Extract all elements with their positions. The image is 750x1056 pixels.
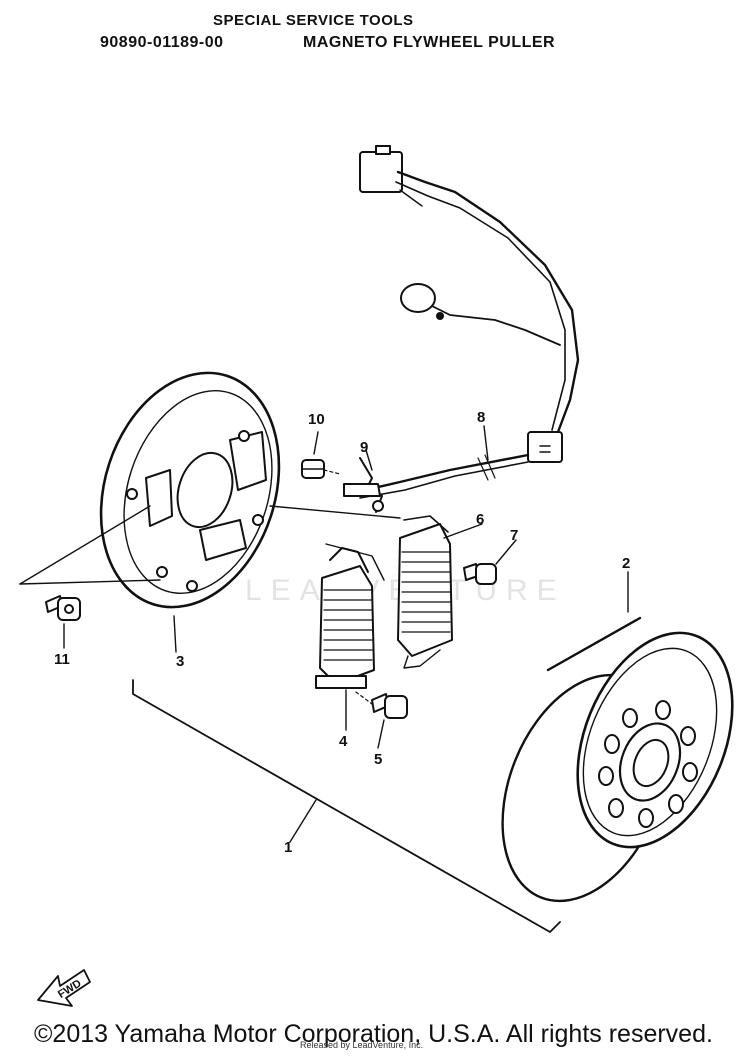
screw-part-5 <box>355 691 408 719</box>
wire-clamp <box>343 457 384 513</box>
callout-10: 10 <box>308 411 325 428</box>
callout-8: 8 <box>477 409 485 426</box>
screw-part-11 <box>45 595 81 621</box>
stator-base-plate <box>99 371 281 609</box>
callout-3: 3 <box>176 653 184 670</box>
callout-4: 4 <box>339 733 348 750</box>
screw-part-7 <box>463 563 497 585</box>
callout-11: 11 <box>54 651 70 668</box>
section-title: SPECIAL SERVICE TOOLS <box>213 12 414 29</box>
callout-5: 5 <box>374 751 382 768</box>
callout-leaders <box>63 425 629 843</box>
flywheel-rotor <box>501 616 734 903</box>
callout-9: 9 <box>360 439 368 456</box>
wire-harness <box>343 145 580 499</box>
assembly-bracket <box>132 679 561 933</box>
callout-1: 1 <box>284 839 292 856</box>
lighting-coil <box>397 515 453 669</box>
callout-2: 2 <box>622 555 630 572</box>
fwd-direction-arrow <box>37 969 91 1007</box>
screw-part-10 <box>301 459 341 479</box>
tool-name: MAGNETO FLYWHEEL PULLER <box>303 34 556 51</box>
released-by-notice: Released by LeadVenture, Inc. <box>300 1040 424 1050</box>
callout-6: 6 <box>476 511 484 528</box>
copyright-notice: ©2013 Yamaha Motor Corporation, U.S.A. A… <box>34 1020 713 1048</box>
callout-7: 7 <box>510 527 518 544</box>
tool-part-number: 90890-01189-00 <box>100 34 224 51</box>
charge-coil <box>315 543 385 689</box>
